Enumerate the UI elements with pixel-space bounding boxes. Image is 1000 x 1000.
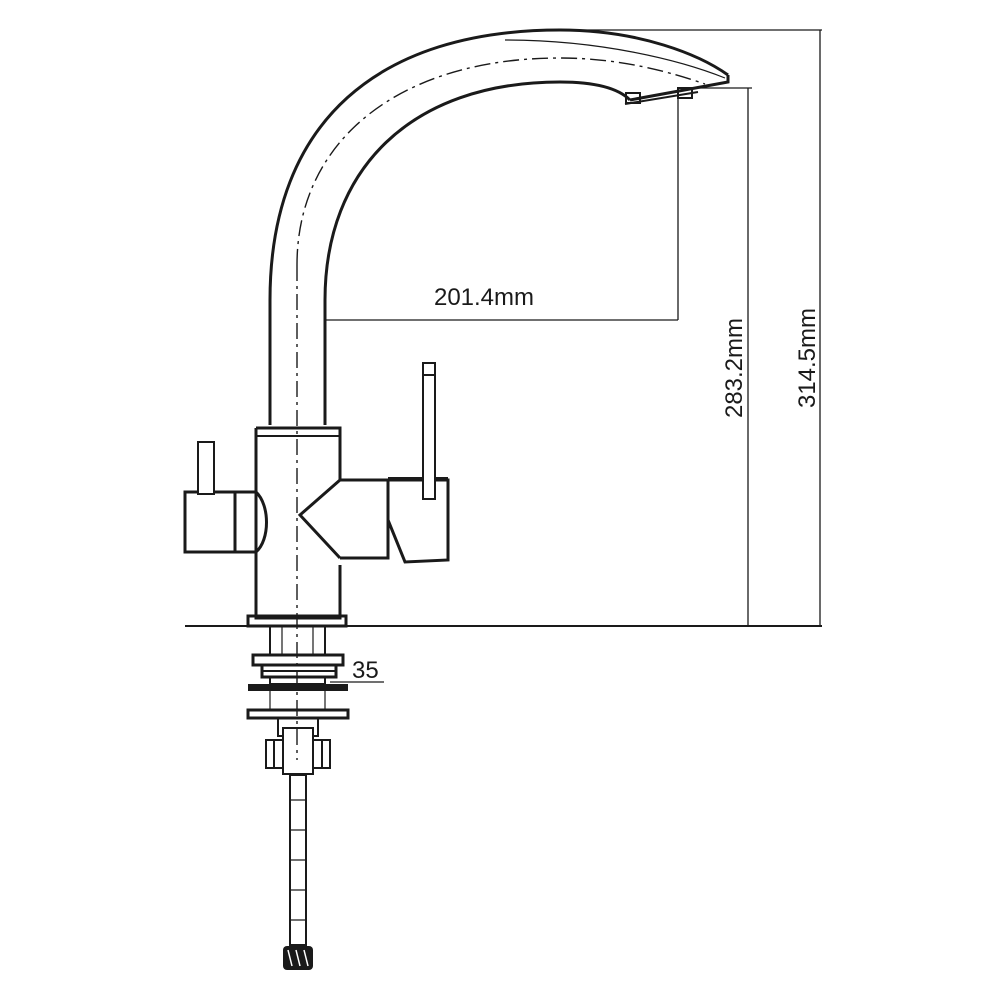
dimension-spout-height: 283.2mm (690, 87, 752, 626)
total-height-label: 314.5mm (794, 308, 821, 408)
handles (197, 362, 436, 500)
spout (268, 28, 730, 425)
faucet-body (183, 426, 450, 628)
reach-label: 201.4mm (434, 284, 534, 311)
spout-height-label: 283.2mm (721, 318, 748, 418)
mounting-hardware (246, 626, 350, 970)
dimension-reach: 201.4mm (325, 96, 679, 321)
center-lines (296, 57, 706, 760)
dimension-mount-thickness: 35 (330, 657, 384, 684)
mount-thickness-label: 35 (352, 657, 379, 684)
dimension-total-height: 314.5mm (560, 29, 822, 626)
